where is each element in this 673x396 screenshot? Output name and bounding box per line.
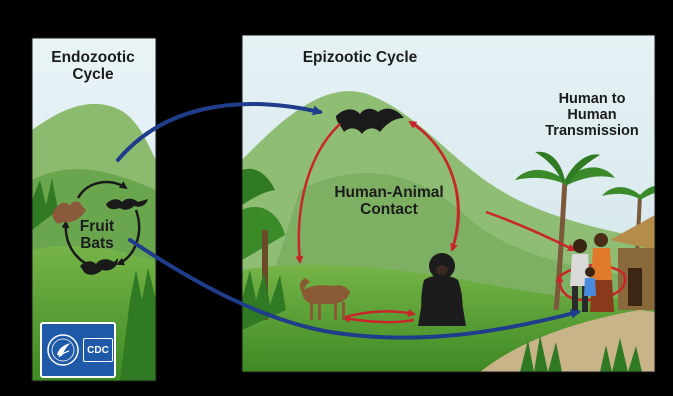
epizootic-cycle-label: Epizootic Cycle [300,49,420,66]
fruit-bats-label: Fruit Bats [62,218,132,253]
endozootic-cycle-label: Endozootic Cycle [34,49,152,84]
human-animal-contact-label: Human-Animal Contact [314,184,464,219]
human-to-human-label: Human to Human Transmission [533,91,651,140]
cdc-logo: CDC [40,322,116,378]
cdc-wordmark: CDC [83,338,113,362]
cdc-seal-icon [46,333,80,367]
